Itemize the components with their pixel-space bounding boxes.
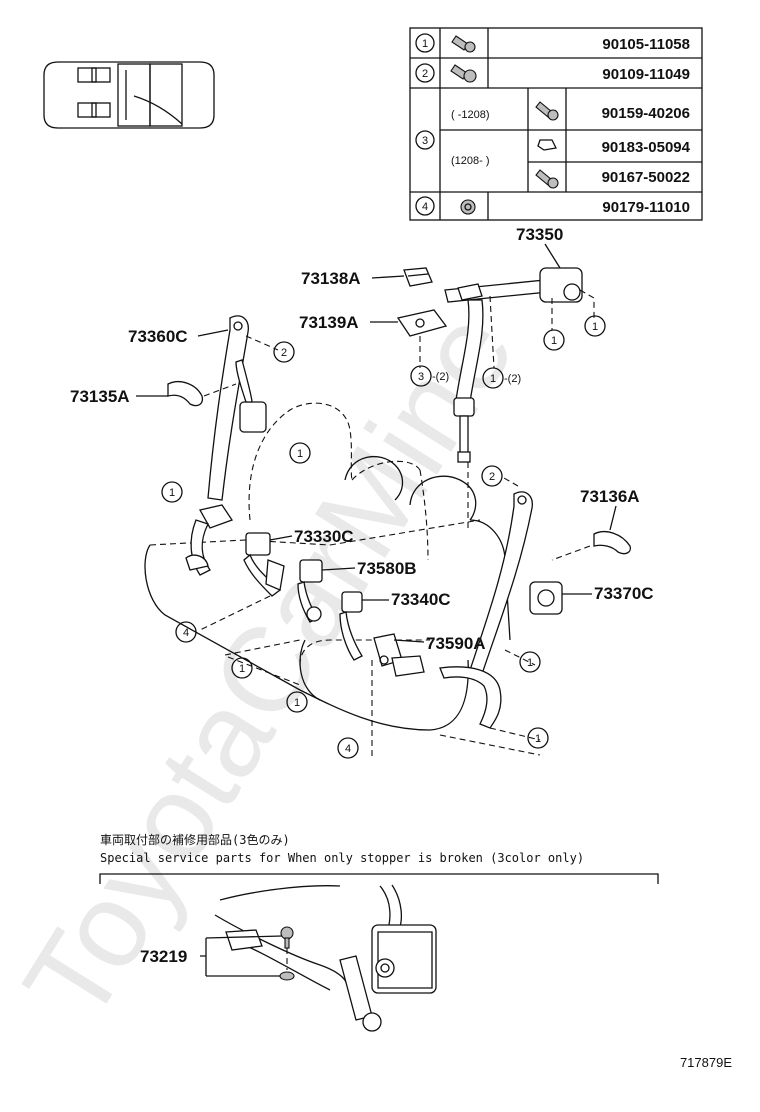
part-number: 90109-11049 — [602, 66, 690, 83]
svg-text:73139A: 73139A — [299, 313, 359, 332]
svg-text:73350: 73350 — [516, 225, 563, 244]
svg-text:-(2): -(2) — [432, 371, 449, 383]
table-circle-1: 1 — [415, 33, 435, 53]
svg-text:73360C: 73360C — [128, 327, 188, 346]
label-73135A: 73135A — [70, 387, 168, 406]
svg-text:1: 1 — [592, 321, 598, 333]
svg-text:1: 1 — [169, 487, 175, 499]
svg-text:1: 1 — [490, 373, 496, 385]
service-note: 車両取付部の補修用部品(3色のみ) Special service parts … — [99, 832, 659, 884]
svg-text:73330C: 73330C — [294, 527, 354, 546]
svg-text:1: 1 — [535, 733, 541, 745]
svg-text:73370C: 73370C — [594, 584, 654, 603]
note-japanese: 車両取付部の補修用部品(3色のみ) — [100, 832, 290, 847]
table-circle-4: 4 — [415, 196, 435, 216]
guide-73135A — [167, 381, 237, 407]
range-before-1208: ( -1208) — [451, 109, 490, 121]
svg-text:73590A: 73590A — [426, 634, 486, 653]
svg-text:1: 1 — [551, 335, 557, 347]
svg-text:73136A: 73136A — [580, 487, 640, 506]
table-circle-2: 2 — [415, 63, 435, 83]
anchor-left — [185, 554, 285, 631]
clip-icon — [537, 139, 557, 151]
diagram-reference-number: 717879E — [680, 1055, 732, 1070]
svg-text:73138A: 73138A — [301, 269, 361, 288]
buckle-73340C — [339, 591, 363, 661]
callout-1-qty: 1 -(2) — [482, 367, 521, 389]
label-73360C: 73360C — [128, 327, 229, 346]
label-73330C: 73330C — [269, 527, 354, 546]
label-73138A: 73138A — [301, 269, 405, 288]
bracket-73139A — [396, 295, 495, 369]
svg-text:1: 1 — [239, 663, 245, 675]
svg-text:4: 4 — [345, 743, 351, 755]
bolt-icon — [451, 35, 476, 53]
note-english: Special service parts for When only stop… — [100, 851, 584, 865]
svg-text:1: 1 — [527, 657, 533, 669]
buckle-73580B — [297, 559, 323, 623]
right-outer-belt-73370C — [439, 477, 563, 741]
guide-73136A — [551, 531, 632, 561]
bolt-icon — [450, 64, 477, 83]
parts-table: 1 2 3 4 — [409, 27, 703, 221]
svg-text:73219: 73219 — [140, 947, 187, 966]
nut-icon — [460, 199, 476, 215]
callout-circles: 2 1 1 4 1 1 4 1 1 2 1 1 — [161, 315, 606, 759]
svg-text:73580B: 73580B — [357, 559, 417, 578]
label-73370C: 73370C — [562, 584, 654, 603]
svg-text:4: 4 — [183, 627, 189, 639]
label-73219: 73219 — [140, 935, 283, 977]
svg-text:73340C: 73340C — [391, 590, 451, 609]
label-73340C: 73340C — [362, 590, 451, 609]
center-belt-73590A — [373, 633, 425, 677]
label-73139A: 73139A — [299, 313, 398, 332]
screw-icon — [535, 101, 559, 121]
part-number: 90167-50022 — [602, 169, 690, 186]
svg-text:-(2): -(2) — [504, 373, 521, 385]
svg-text:2: 2 — [422, 68, 428, 80]
svg-text:1: 1 — [422, 38, 428, 50]
part-number: 90183-05094 — [602, 139, 691, 156]
svg-text:1: 1 — [297, 448, 303, 460]
svg-text:2: 2 — [281, 347, 287, 359]
part-number: 90105-11058 — [602, 36, 690, 53]
label-73350: 73350 — [516, 225, 563, 269]
svg-text:1: 1 — [294, 697, 300, 709]
table-circle-3: 3 — [415, 130, 435, 150]
vehicle-locator-icon — [43, 61, 215, 129]
label-73590A: 73590A — [393, 634, 486, 653]
svg-text:73135A: 73135A — [70, 387, 130, 406]
callout-3-qty: 3 -(2) — [410, 365, 449, 387]
cover-73138A — [403, 267, 433, 287]
stopper-inset — [214, 884, 437, 1032]
label-73580B: 73580B — [321, 559, 417, 578]
part-number: 90179-11010 — [602, 199, 690, 216]
screw-icon — [535, 169, 559, 189]
svg-text:4: 4 — [422, 201, 428, 213]
range-after-1208: (1208- ) — [451, 155, 490, 167]
svg-text:3: 3 — [418, 371, 424, 383]
svg-text:2: 2 — [489, 471, 495, 483]
svg-text:3: 3 — [422, 135, 428, 147]
part-number: 90159-40206 — [602, 105, 690, 122]
center-retractor-73350 — [444, 267, 595, 530]
label-73136A: 73136A — [580, 487, 640, 531]
